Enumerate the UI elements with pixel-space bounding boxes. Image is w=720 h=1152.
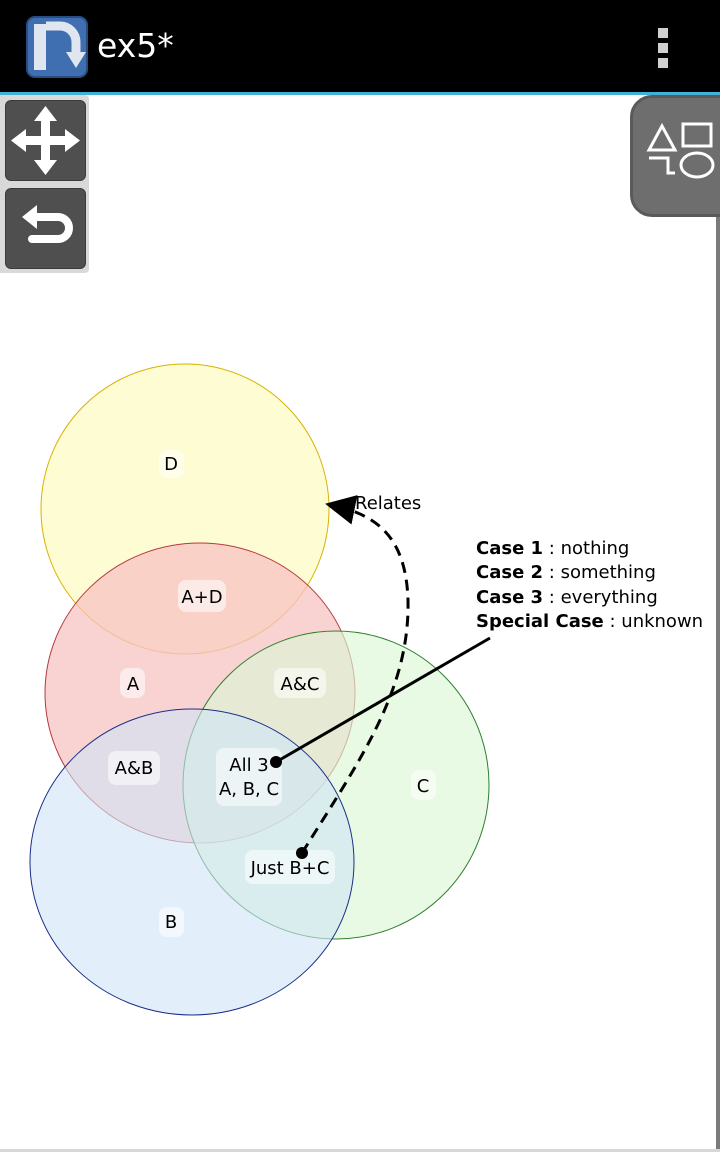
region-label-a-plus-d: A+D — [181, 587, 222, 608]
region-label-all-3-line2: A, B, C — [219, 779, 279, 800]
label-bg-a — [120, 668, 145, 698]
region-label-just-bc: Just B+C — [250, 858, 330, 879]
case-line: Special Case : unknown — [476, 611, 703, 632]
document-title: ex5* — [97, 26, 174, 65]
undo-button[interactable] — [5, 188, 86, 269]
case-value: nothing — [561, 538, 630, 559]
app-bar — [0, 0, 720, 92]
label-bg-a-plus-d — [178, 580, 226, 612]
case-value: unknown — [621, 611, 703, 632]
region-label-a-and-c: A&C — [281, 674, 320, 695]
move-tool-button[interactable] — [5, 100, 86, 181]
case-line: Case 1 : nothing — [476, 538, 629, 559]
set-label-a: A — [127, 674, 140, 695]
case-value: something — [561, 562, 656, 583]
callout-start-dot[interactable] — [270, 756, 282, 768]
case-sep: : — [604, 611, 622, 632]
set-label-d: D — [164, 454, 178, 475]
case-key: Special Case — [476, 611, 604, 632]
set-label-c: C — [417, 776, 430, 797]
case-value: everything — [561, 587, 658, 608]
case-sep: : — [543, 562, 561, 583]
shapes-panel-button[interactable] — [630, 95, 720, 217]
callout-connector[interactable] — [275, 636, 491, 764]
canvas-bottom-edge — [0, 1149, 720, 1152]
overflow-menu-icon[interactable] — [648, 22, 680, 70]
toolbox — [0, 95, 89, 273]
region-label-a-and-b: A&B — [115, 758, 154, 779]
undo-arrow-app-icon[interactable] — [26, 16, 88, 78]
cases-callout[interactable]: Case 1 : nothing Case 2 : something Case… — [476, 538, 703, 632]
case-key: Case 3 — [476, 587, 543, 608]
label-bg-d — [159, 450, 184, 478]
case-sep: : — [543, 587, 561, 608]
relates-label: Relates — [355, 493, 421, 514]
case-key: Case 1 — [476, 538, 543, 559]
case-sep: : — [543, 538, 561, 559]
label-bg-a-and-c — [274, 668, 326, 698]
label-bg-a-and-b — [108, 751, 160, 785]
case-line: Case 3 : everything — [476, 587, 658, 608]
case-line: Case 2 : something — [476, 562, 656, 583]
app-bar-divider — [0, 92, 720, 95]
relates-connector[interactable] — [300, 495, 410, 854]
label-bg-b — [159, 907, 184, 937]
label-bg-c — [411, 770, 436, 800]
connector-start-dot[interactable] — [296, 847, 308, 859]
region-label-all-3-line1: All 3 — [229, 755, 269, 776]
case-key: Case 2 — [476, 562, 543, 583]
set-label-b: B — [165, 912, 177, 933]
undo-icon — [22, 205, 73, 243]
label-bg-just-bc — [245, 850, 335, 884]
shapes-icon — [646, 122, 715, 179]
move-arrows-icon — [11, 106, 80, 175]
canvas-right-edge — [716, 217, 720, 1152]
label-bg-all-3 — [216, 748, 282, 806]
